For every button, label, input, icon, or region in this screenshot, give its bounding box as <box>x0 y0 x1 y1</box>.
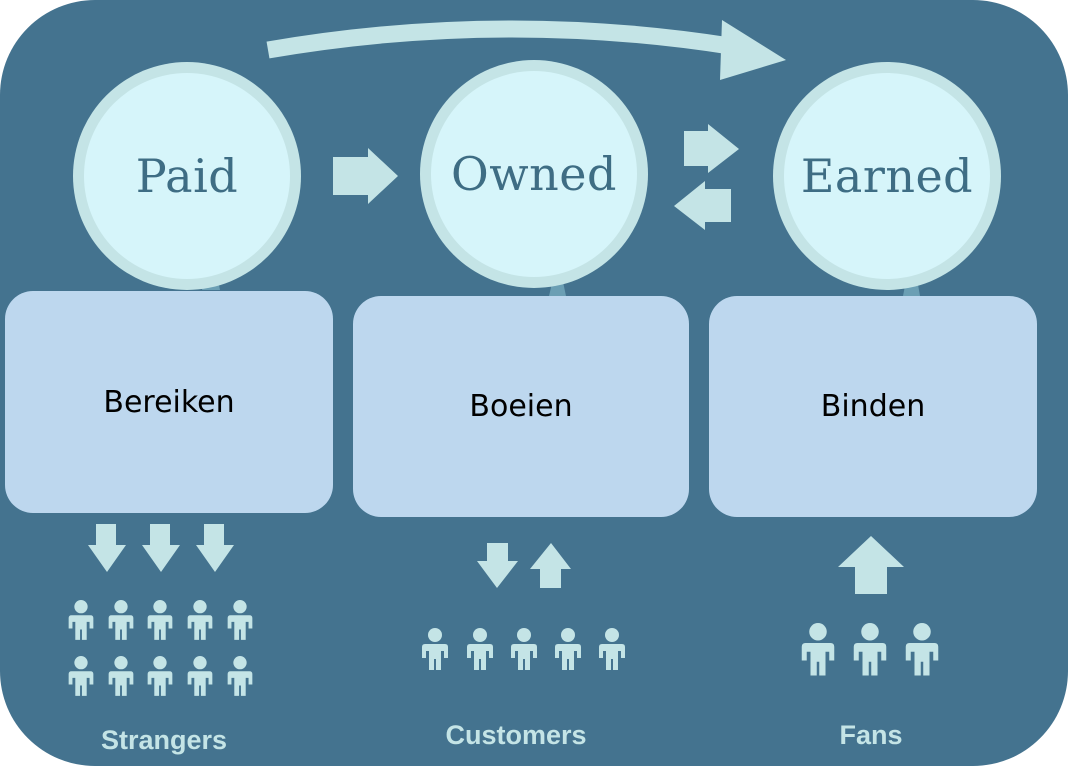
person-icon <box>108 656 134 696</box>
arrow-up-icon <box>530 543 571 588</box>
person-icon <box>599 628 625 670</box>
paid-circle: Paid <box>73 62 301 290</box>
arrow-right-icon <box>684 124 739 173</box>
paid-label: Paid <box>135 149 239 203</box>
person-icon <box>905 623 939 676</box>
arrow-down-icon <box>477 543 518 588</box>
earned-label: Earned <box>800 149 974 203</box>
person-icon <box>227 656 253 696</box>
arrow-down-icon <box>142 524 180 572</box>
person-icon <box>147 656 173 696</box>
people-layer <box>68 600 939 696</box>
curved-arrow-icon <box>266 20 786 80</box>
fans-label: Fans <box>839 720 903 750</box>
arrow-up-icon <box>838 536 904 594</box>
binden-label: Binden <box>820 389 926 424</box>
strangers-label: Strangers <box>100 725 228 755</box>
person-icon <box>187 656 213 696</box>
arrow-left-icon <box>674 181 731 230</box>
person-icon <box>555 628 581 670</box>
customers-label: Customers <box>445 720 587 750</box>
person-icon <box>108 600 134 640</box>
person-icon <box>801 623 835 676</box>
person-icon <box>853 623 887 676</box>
person-icon <box>187 600 213 640</box>
arrow-right-icon <box>333 148 398 204</box>
bereiken-box: Bereiken <box>5 291 333 513</box>
person-icon <box>147 600 173 640</box>
person-icon <box>68 600 94 640</box>
binden-box: Binden <box>709 296 1037 517</box>
owned-circle: Owned <box>420 60 648 288</box>
earned-circle: Earned <box>773 62 1001 290</box>
person-icon <box>227 600 253 640</box>
person-icon <box>511 628 537 670</box>
boeien-box: Boeien <box>353 296 689 517</box>
arrow-down-icon <box>196 524 234 572</box>
person-icon <box>422 628 448 670</box>
boeien-label: Boeien <box>469 389 573 424</box>
person-icon <box>68 656 94 696</box>
owned-label: Owned <box>451 147 617 201</box>
person-icon <box>467 628 493 670</box>
arrow-down-icon <box>88 524 126 572</box>
bereiken-label: Bereiken <box>103 384 235 420</box>
